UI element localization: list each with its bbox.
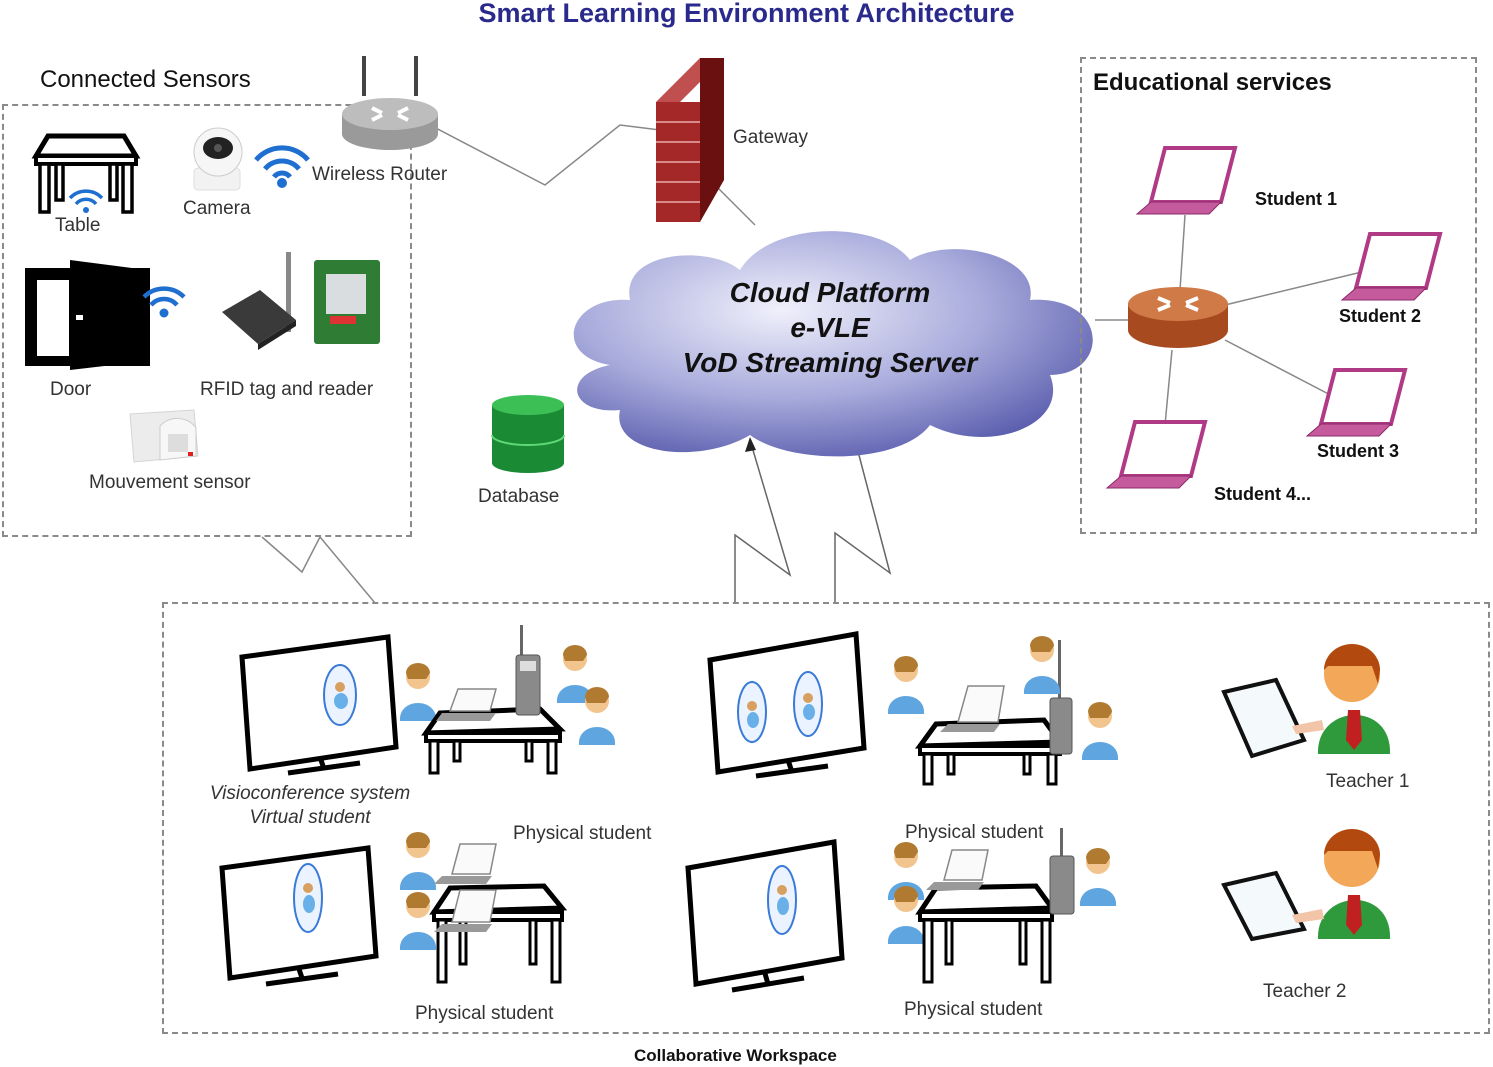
student-4-label: Student 4... [1214,484,1312,504]
wireless-router-label: Wireless Router [312,164,448,185]
laptop-icon [940,685,1005,732]
visio-line-2: Virtual student [249,807,371,828]
student-avatar-icon [1079,848,1117,906]
gateway-label: Gateway [733,127,808,148]
movement-sensor-label: Mouvement sensor [89,472,251,493]
student-2-laptop-icon[interactable] [1340,232,1445,304]
student-avatar-icon [399,832,437,890]
connected-sensors-heading: Connected Sensors [40,66,251,93]
teacher-1-icon[interactable] [1221,630,1402,759]
student-avatar-icon [887,656,925,714]
student-avatar-icon [556,645,594,703]
student-avatar-icon [399,892,437,950]
visioconference-caption: Visioconference system Virtual student [190,782,430,830]
desk-icon [429,883,568,984]
visioconference-screen-icon [707,631,867,779]
wireless-router-icon[interactable] [338,56,443,156]
classroom-4 [685,828,1117,993]
laptop-icon [434,843,497,884]
smart-door-icon [25,260,186,370]
student-avatar-icon [1081,702,1119,760]
classroom-1 [239,625,616,776]
link-workspace-cloud-1 [734,439,792,603]
diagram-title: Smart Learning Environment Architecture [478,0,1015,28]
student-4-laptop-icon[interactable] [1105,420,1210,492]
physical-student-label-3: Physical student [415,1003,554,1024]
arrow-head-1 [745,437,756,452]
student-avatar-icon [887,886,925,944]
link-student3 [1224,339,1341,401]
link-student4 [1164,349,1173,426]
phone-icon [1049,640,1073,755]
tablet-icon [1221,870,1307,942]
cloud-line-3: VoD Streaming Server [682,347,978,378]
student-avatar-icon [399,663,437,721]
database-label: Database [478,486,560,507]
physical-student-label-4: Physical student [904,999,1043,1020]
collaborative-workspace-group [162,602,1490,1034]
gateway-firewall-icon[interactable] [652,52,727,224]
visioconference-screen-icon [685,839,845,993]
student-avatar-icon [578,687,616,745]
visio-line-1: Visioconference system [209,783,411,804]
laptop-icon [436,688,497,721]
phone-icon [515,625,541,716]
teacher-1-label: Teacher 1 [1326,771,1410,792]
student-avatar-icon [1023,636,1061,694]
camera-icon [193,127,310,191]
classroom-2 [707,631,1119,786]
edu-router-icon[interactable] [1126,284,1231,354]
teacher-2-icon[interactable] [1221,815,1402,942]
educational-services-heading: Educational services [1093,69,1332,96]
link-workspace-cloud-2 [834,439,892,603]
phone-icon [1049,828,1075,915]
laptop-icon [434,889,497,932]
rfid-label: RFID tag and reader [200,379,374,400]
student-1-label: Student 1 [1255,189,1338,209]
smart-table-icon [31,133,141,214]
laptop-icon [926,849,989,890]
rfid-reader-icon [222,252,380,350]
cloud-line-2: e-VLE [790,312,870,343]
student-3-laptop-icon[interactable] [1305,368,1410,440]
physical-student-label-1: Physical student [513,823,652,844]
database-icon[interactable] [490,395,566,475]
camera-label: Camera [183,198,251,219]
link-student2 [1224,269,1371,306]
link-router-gateway [429,124,661,186]
wifi-icon [142,286,186,318]
tablet-icon [1221,677,1307,759]
educational-services-group [1080,57,1477,534]
physical-student-label-2: Physical student [905,822,1044,843]
link-sensors-workspace [261,535,376,604]
table-label: Table [55,215,101,236]
wifi-icon [68,189,104,213]
movement-sensor-icon [129,409,199,463]
visioconference-screen-icon [219,845,379,987]
cloud-line-1: Cloud Platform [729,277,931,308]
teacher-2-label: Teacher 2 [1263,981,1347,1002]
connected-sensors-group [2,104,412,537]
student-1-laptop-icon[interactable] [1135,146,1240,218]
classroom-3 [219,832,568,987]
cloud-platform-icon[interactable] [550,215,1100,465]
student-2-label: Student 2 [1339,306,1422,326]
door-label: Door [50,379,92,400]
wifi-icon [254,145,310,188]
desk-icon [915,883,1057,984]
student-3-label: Student 3 [1317,441,1400,461]
cloud-platform-text: Cloud Platform e-VLE VoD Streaming Serve… [640,275,1020,380]
visioconference-screen-icon [239,634,399,776]
collaborative-workspace-heading: Collaborative Workspace [634,1046,837,1065]
link-student1 [1179,214,1186,291]
